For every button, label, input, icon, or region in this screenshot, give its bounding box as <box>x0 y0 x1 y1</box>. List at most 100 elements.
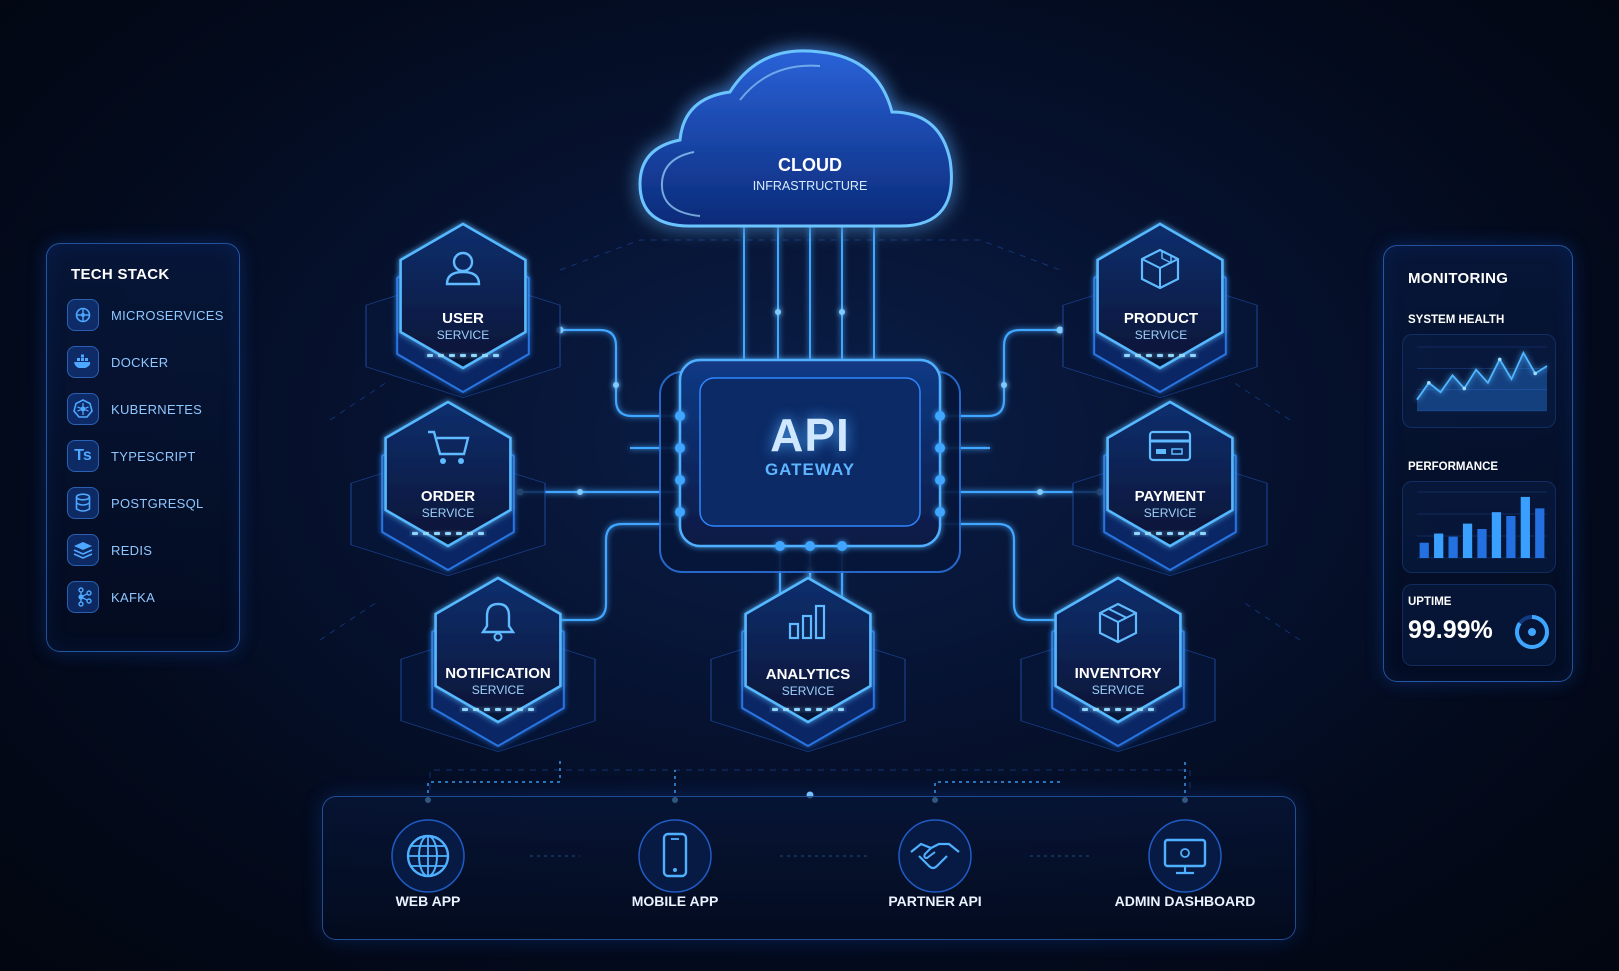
uptime-ring-icon <box>1515 615 1549 649</box>
tech-label: TYPESCRIPT <box>111 448 196 464</box>
client-mobile-app[interactable] <box>635 816 715 896</box>
system-health-chart <box>1416 346 1548 412</box>
service-node-order[interactable] <box>350 400 546 576</box>
client-label: WEB APP <box>395 893 461 909</box>
helm-wheel-icon <box>67 393 99 425</box>
cube-icon <box>1140 248 1180 290</box>
service-node-analytics[interactable] <box>710 576 906 752</box>
health-point <box>1533 371 1537 376</box>
performance-bar <box>1462 523 1473 558</box>
tech-item-typescript[interactable]: Ts TYPESCRIPT <box>67 439 237 473</box>
client-label: PARTNER API <box>888 893 982 909</box>
service-sub: SERVICE <box>471 683 525 697</box>
handshake-icon <box>898 819 972 893</box>
health-line <box>1416 350 1548 401</box>
payment-service[interactable]: PAYMENT SERVICE <box>1090 488 1250 521</box>
globe-icon <box>391 819 465 893</box>
tech-label: KUBERNETES <box>111 401 203 417</box>
tech-label: REDIS <box>111 542 153 558</box>
database-icon <box>67 487 99 519</box>
service-name: PRODUCT <box>1123 310 1199 327</box>
layers-icon <box>67 534 99 566</box>
performance-bar <box>1520 496 1530 558</box>
tech-item-kafka[interactable]: KAFKA <box>67 580 237 614</box>
api-gateway-subtitle: GATEWAY <box>764 460 856 479</box>
system-health-label: SYSTEM HEALTH <box>1408 314 1505 326</box>
service-sub: SERVICE <box>781 684 835 698</box>
service-name: ANALYTICS <box>765 666 851 683</box>
service-name: NOTIFICATION <box>445 665 551 682</box>
client-label: ADMIN DASHBOARD <box>1114 893 1256 909</box>
tech-stack-title: TECH STACK <box>71 266 170 283</box>
health-point <box>1427 381 1431 385</box>
tech-item-microservices[interactable]: MICROSERVICES <box>67 298 237 332</box>
bell-icon <box>480 602 516 642</box>
tech-stack-panel: TECH STACK MICROSERVICES DOCKER KUBERNET… <box>46 243 240 652</box>
service-sub: SERVICE <box>436 328 490 342</box>
tech-item-postgresql[interactable]: POSTGRESQL <box>67 486 237 520</box>
notification-service[interactable]: NOTIFICATION SERVICE <box>418 665 578 698</box>
service-name: ORDER <box>420 488 476 505</box>
product-service[interactable]: PRODUCT SERVICE <box>1081 310 1241 343</box>
service-node-notification[interactable] <box>400 576 596 752</box>
smartphone-icon <box>638 819 712 893</box>
performance-bar <box>1434 533 1444 558</box>
performance-label: PERFORMANCE <box>1408 461 1499 473</box>
health-point <box>1462 386 1467 391</box>
api-gateway-title: API <box>770 409 850 461</box>
service-name: PAYMENT <box>1134 488 1206 505</box>
nodes-icon <box>67 581 99 613</box>
service-name: INVENTORY <box>1074 665 1162 682</box>
cloud-subtitle: INFRASTRUCTURE <box>752 179 868 193</box>
credit-card-icon <box>1148 430 1192 462</box>
client-label: MOBILE APP <box>631 893 719 909</box>
inventory-service[interactable]: INVENTORY SERVICE <box>1038 665 1198 698</box>
cloud-title: CLOUD <box>778 155 842 175</box>
performance-chart <box>1417 491 1547 559</box>
docker-whale-icon <box>67 346 99 378</box>
tech-item-docker[interactable]: DOCKER <box>67 345 237 379</box>
service-sub: SERVICE <box>1091 683 1145 697</box>
user-service[interactable]: USER SERVICE <box>383 310 543 343</box>
service-node-inventory[interactable] <box>1020 576 1216 752</box>
tech-item-kubernetes[interactable]: KUBERNETES <box>67 392 237 426</box>
client-bar <box>322 796 1296 940</box>
service-node-payment[interactable] <box>1072 400 1268 576</box>
performance-bar <box>1477 528 1487 558</box>
performance-bar <box>1419 542 1429 558</box>
service-name: USER <box>442 310 484 327</box>
tech-label: KAFKA <box>111 589 156 605</box>
monitoring-title: MONITORING <box>1408 270 1509 287</box>
performance-bar <box>1491 512 1502 558</box>
box-icon <box>1098 602 1138 644</box>
system-health-card <box>1402 334 1556 428</box>
tech-label: MICROSERVICES <box>111 307 224 323</box>
tech-label: DOCKER <box>111 354 169 370</box>
performance-bar <box>1506 515 1516 558</box>
bar-chart-icon <box>788 604 826 640</box>
user-icon <box>445 251 481 286</box>
service-node-product[interactable] <box>1062 222 1258 398</box>
ts-icon: Ts <box>67 440 99 472</box>
service-node-user[interactable] <box>365 222 561 398</box>
performance-bar <box>1448 536 1458 558</box>
analytics-service[interactable]: ANALYTICS SERVICE <box>728 666 888 699</box>
network-hub-icon <box>67 299 99 331</box>
service-sub: SERVICE <box>1134 328 1188 342</box>
monitoring-panel: MONITORING SYSTEM HEALTH PERFORMANCE UPT… <box>1383 245 1573 682</box>
uptime-label: UPTIME <box>1408 596 1452 608</box>
health-point <box>1497 357 1502 362</box>
tech-item-redis[interactable]: REDIS <box>67 533 237 567</box>
performance-card <box>1402 481 1556 573</box>
order-service[interactable]: ORDER SERVICE <box>368 488 528 521</box>
client-web-app[interactable] <box>388 816 468 896</box>
tech-label: POSTGRESQL <box>111 495 204 511</box>
health-area <box>1417 352 1547 411</box>
performance-bar <box>1535 508 1545 558</box>
uptime-card <box>1402 584 1556 666</box>
client-partner-api[interactable] <box>895 816 975 896</box>
client-admin-dashboard[interactable] <box>1145 816 1225 896</box>
monitor-icon <box>1148 819 1222 893</box>
